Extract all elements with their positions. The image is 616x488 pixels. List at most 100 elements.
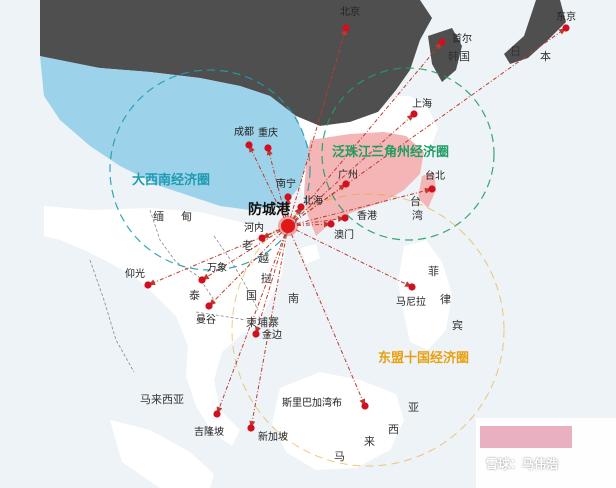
china-southwest-land xyxy=(40,56,310,210)
country-label: 律 xyxy=(440,293,451,306)
country-label: 台 xyxy=(410,195,421,208)
country-label: 缅 xyxy=(153,210,164,223)
city-label: 新加坡 xyxy=(258,432,288,443)
city-label: 澳门 xyxy=(334,230,354,241)
city-dot xyxy=(258,234,266,242)
border-line xyxy=(89,259,135,373)
country-label: 甸 xyxy=(181,210,192,223)
city-dot xyxy=(562,24,570,32)
hainan-land xyxy=(300,244,320,264)
korea-land xyxy=(428,28,462,82)
city-label: 河内 xyxy=(244,223,264,234)
city-label: 斯里巴加湾布 xyxy=(282,398,342,409)
city-dot xyxy=(438,38,446,46)
city-label: 北海 xyxy=(303,196,323,207)
region-label: 东盟十国经济圈 xyxy=(378,351,470,366)
city-dot xyxy=(264,144,272,152)
border-layer xyxy=(89,209,259,373)
region-circle xyxy=(321,67,495,241)
city-label: 上海 xyxy=(412,99,432,110)
watermark-text: 雪球：马伟浩 xyxy=(486,457,559,471)
city-label: 台北 xyxy=(425,171,445,182)
city-dot xyxy=(198,276,206,284)
prd-region-land xyxy=(304,132,424,236)
route-line xyxy=(201,225,289,281)
city-dot xyxy=(428,185,436,193)
route-line xyxy=(248,144,289,227)
city-label: 东京 xyxy=(556,12,576,23)
sumatra-land xyxy=(110,420,214,488)
city-label: 重庆 xyxy=(258,128,278,139)
region-label: 泛珠江三角州经济圈 xyxy=(332,145,450,160)
city-label: 首尔 xyxy=(452,34,472,45)
city-dot xyxy=(342,180,350,188)
region-circle xyxy=(109,69,311,271)
borneo-land xyxy=(272,372,404,470)
country-label: 越 xyxy=(258,252,269,265)
indochina-land xyxy=(44,206,286,446)
route-line xyxy=(287,27,347,227)
blurred-region xyxy=(480,426,572,448)
route-line xyxy=(208,225,289,307)
city-dot xyxy=(408,283,416,291)
country-label: 柬埔寨 xyxy=(246,316,279,329)
city-dot xyxy=(297,203,305,211)
city-label: 马尼拉 xyxy=(396,297,426,308)
city-dot xyxy=(245,141,253,149)
country-label: 马来西亚 xyxy=(140,393,184,406)
city-dot xyxy=(247,424,255,432)
city-label: 南宁 xyxy=(276,179,296,190)
country-label: 挝 xyxy=(261,272,272,285)
route-line xyxy=(287,225,413,288)
china-north-land xyxy=(40,0,432,126)
hub-dot xyxy=(281,219,295,233)
border-line xyxy=(213,235,259,311)
city-dot xyxy=(213,410,221,418)
city-dot xyxy=(342,24,350,32)
city-label: 曼谷 xyxy=(196,315,216,326)
country-label: 马 xyxy=(334,450,345,463)
region-label: 大西南经济圈 xyxy=(132,173,211,188)
country-label: 老 xyxy=(242,239,253,252)
country-label: 日 xyxy=(510,45,521,58)
city-label: 广州 xyxy=(338,170,358,181)
region-circle xyxy=(231,193,505,467)
city-label: 仰光 xyxy=(125,269,145,280)
country-label: 南 xyxy=(288,292,299,305)
border-line xyxy=(195,311,247,321)
city-label: 吉隆坡 xyxy=(194,427,224,438)
route-line xyxy=(287,41,443,227)
city-label: 北京 xyxy=(340,7,360,18)
country-label: 宾 xyxy=(452,319,463,332)
city-dot xyxy=(410,110,418,118)
city-label: 成都 xyxy=(234,127,254,138)
city-dot xyxy=(327,220,335,228)
philippines-land xyxy=(398,240,452,350)
city-dot xyxy=(144,281,152,289)
city-label: 万象 xyxy=(207,263,227,274)
border-line xyxy=(149,209,215,301)
country-label: 来 xyxy=(364,435,375,448)
route-line xyxy=(287,223,332,227)
country-label: 本 xyxy=(540,50,551,63)
country-label: 菲 xyxy=(428,265,439,278)
country-label: 国 xyxy=(246,289,257,302)
route-line xyxy=(287,188,433,227)
country-label: 西 xyxy=(388,423,399,436)
route-line xyxy=(287,113,415,227)
route-line xyxy=(287,217,346,227)
country-label: 泰 xyxy=(189,289,200,302)
country-label: 亚 xyxy=(408,401,419,414)
region-circles xyxy=(109,67,505,467)
city-dot xyxy=(205,302,213,310)
city-label: 香港 xyxy=(357,211,377,222)
country-label: 韩国 xyxy=(448,50,470,63)
route-line xyxy=(287,225,366,407)
city-dot xyxy=(252,330,260,338)
city-dot xyxy=(361,402,369,410)
route-line xyxy=(147,225,289,286)
hub-label: 防城港 xyxy=(248,202,290,218)
land-layer xyxy=(40,0,566,488)
